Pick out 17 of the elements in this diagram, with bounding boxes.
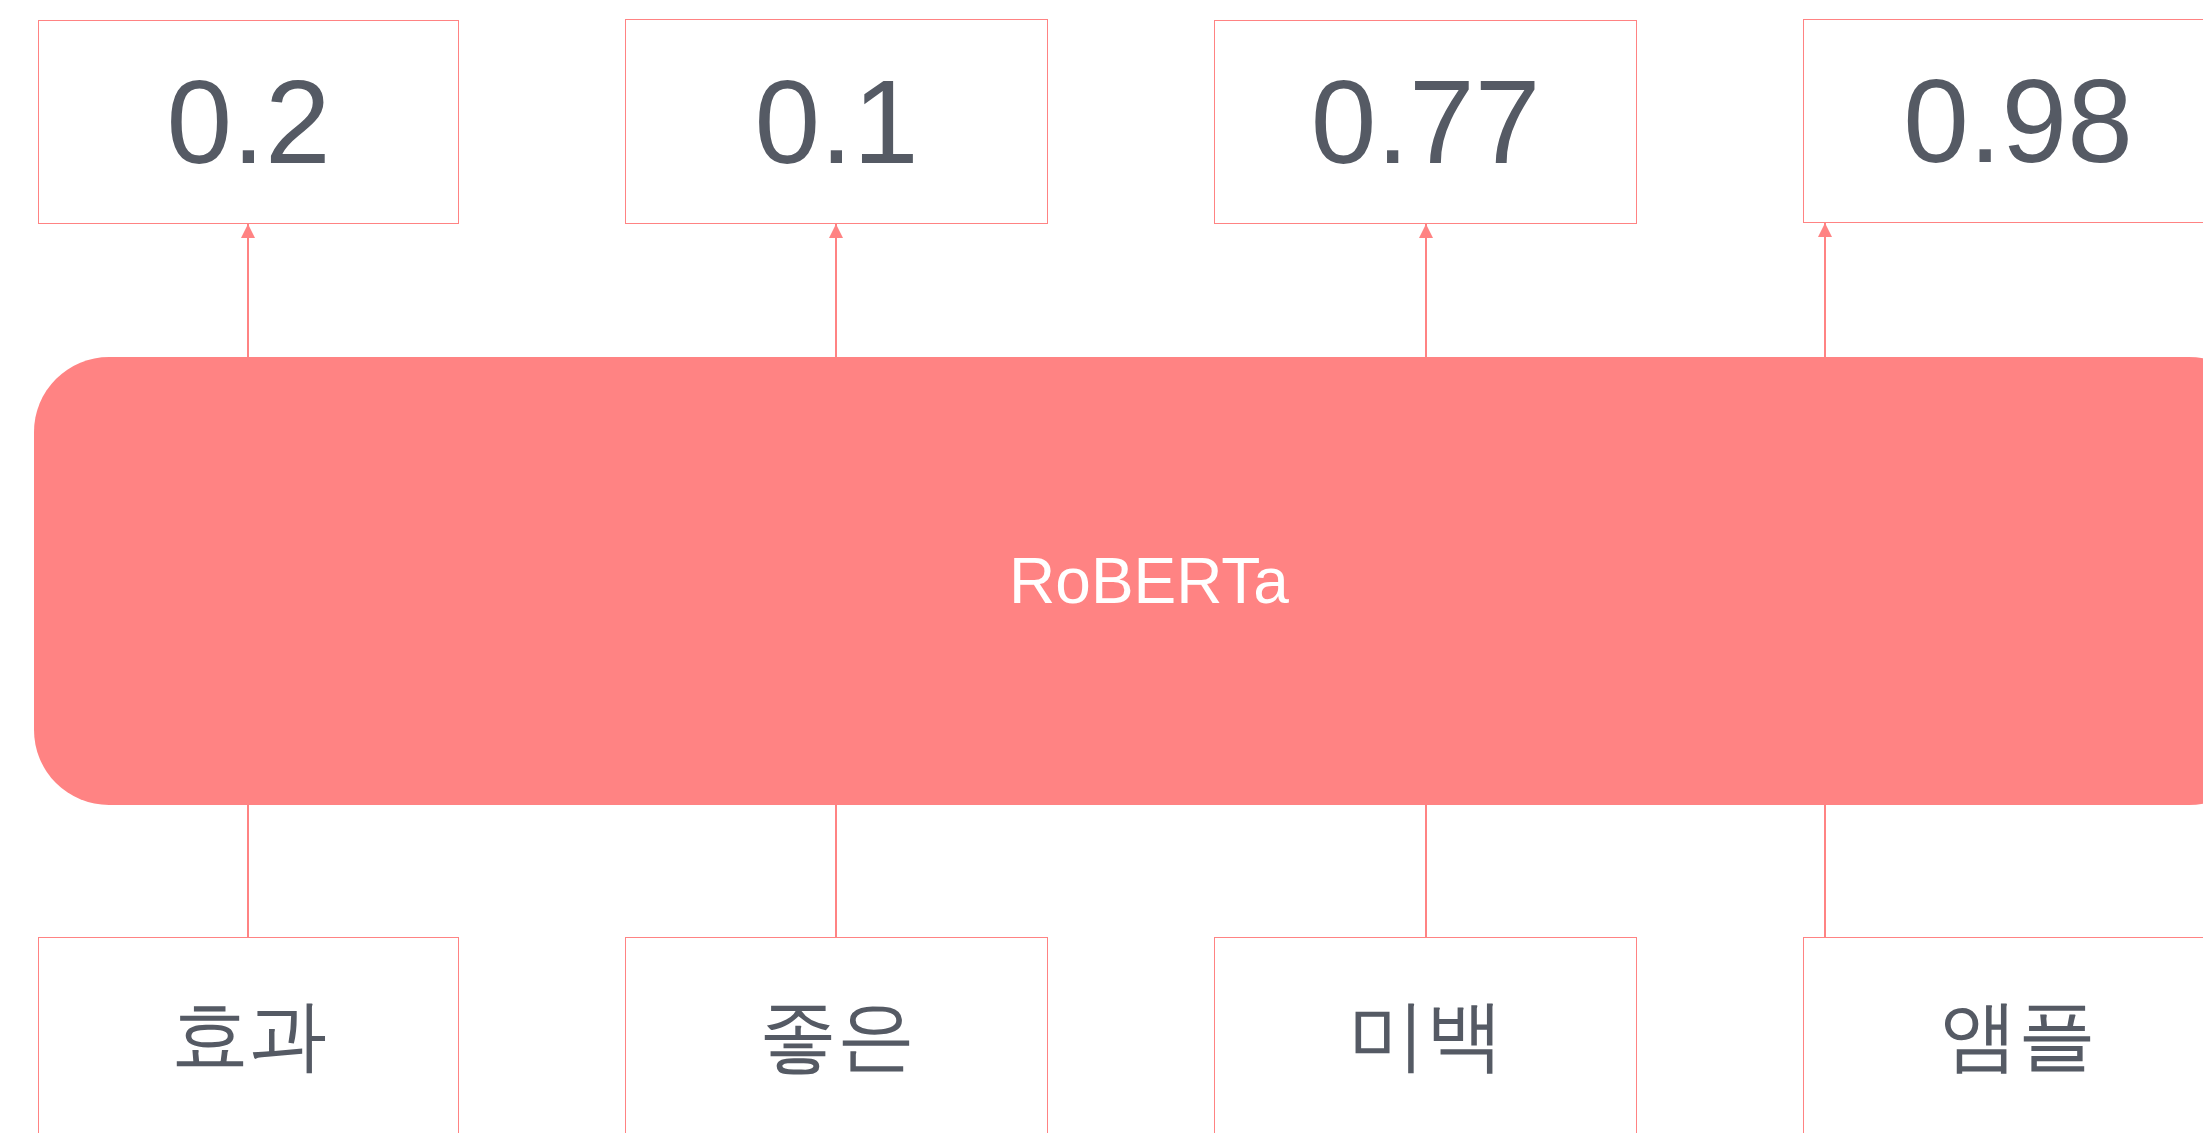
connector-line [835, 804, 837, 938]
score-box: 0.1 [625, 19, 1048, 224]
connector-line [1818, 222, 1832, 358]
connector-line [247, 804, 249, 938]
connector-line [829, 223, 843, 358]
model-block: RoBERTa [34, 357, 2203, 805]
connector-line [1824, 804, 1826, 938]
token-box: 미백 [1214, 937, 1637, 1133]
score-box: 0.77 [1214, 20, 1637, 224]
connector-line [1419, 223, 1433, 358]
score-box: 0.2 [38, 20, 459, 224]
connector-line [1425, 804, 1427, 938]
connector-line [241, 223, 255, 358]
score-box: 0.98 [1803, 19, 2203, 223]
token-box: 좋은 [625, 937, 1048, 1133]
token-box: 앰플 [1803, 937, 2203, 1133]
token-box: 효과 [38, 937, 459, 1133]
